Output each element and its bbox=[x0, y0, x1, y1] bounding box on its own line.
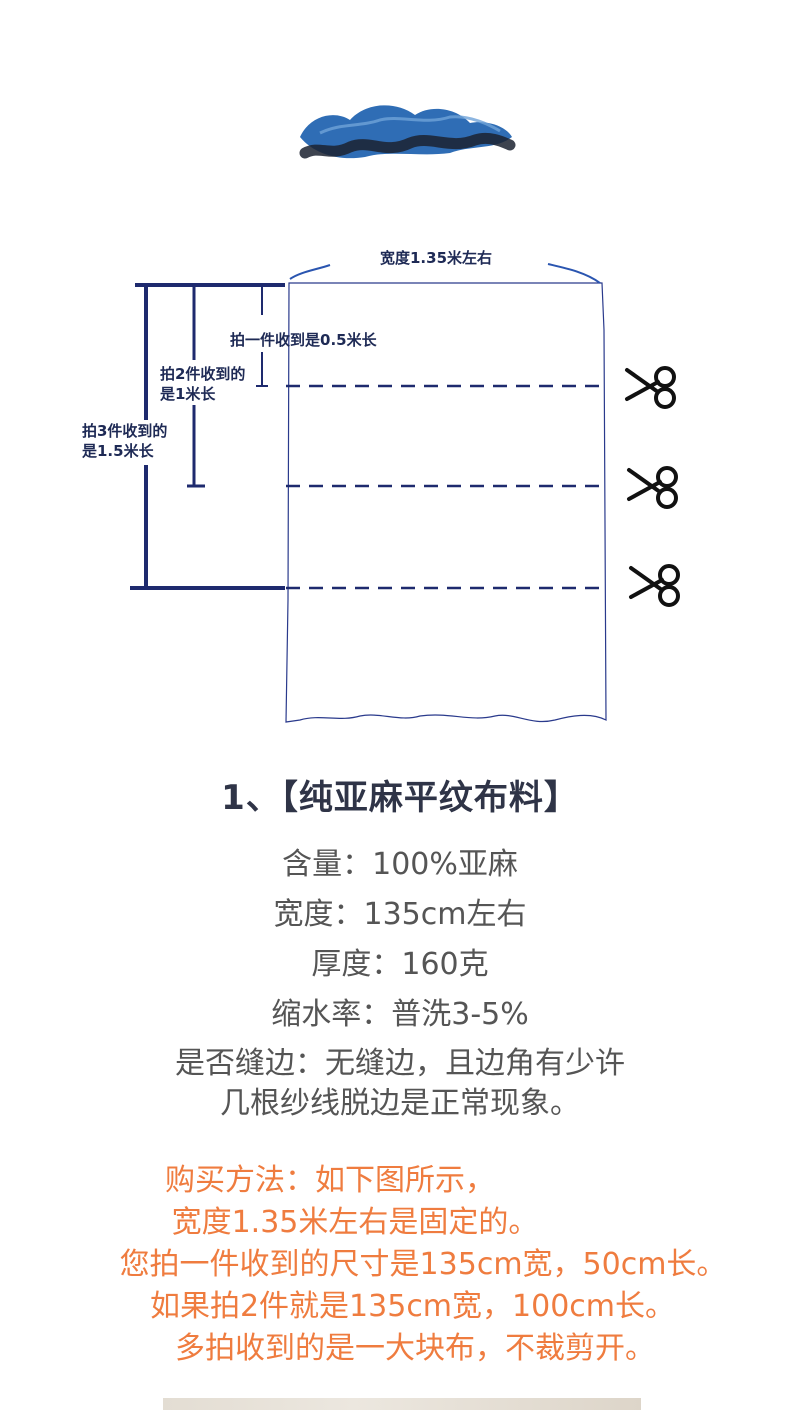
cutting-diagram bbox=[130, 263, 680, 723]
spec-thickness: 厚度：160克 bbox=[311, 947, 489, 982]
fabric-photo bbox=[163, 1398, 641, 1410]
spec-shrinkage: 缩水率：普洗3-5% bbox=[271, 997, 529, 1032]
width-brace-left bbox=[289, 264, 331, 280]
scissors-icon bbox=[625, 366, 676, 409]
purchase-line-4: 如果拍2件就是135cm宽，100cm长。 bbox=[149, 1289, 676, 1324]
purchase-line-5: 多拍收到的是一大块布，不裁剪开。 bbox=[175, 1331, 655, 1366]
two-piece-label: 拍2件收到的 是1米长 bbox=[160, 364, 246, 404]
spec-width: 宽度：135cm左右 bbox=[273, 897, 527, 932]
purchase-line-2: 宽度1.35米左右是固定的。 bbox=[171, 1205, 539, 1240]
three-piece-label-line2: 是1.5米长 bbox=[82, 442, 154, 460]
width-brace-right bbox=[547, 263, 601, 284]
cloud-decoration-icon bbox=[299, 105, 516, 159]
product-title: 1、【纯亚麻平纹布料】 bbox=[221, 778, 579, 818]
purchase-line-1: 购买方法：如下图所示， bbox=[165, 1163, 495, 1198]
width-label: 宽度1.35米左右 bbox=[380, 249, 493, 267]
spec-edge-line1: 是否缝边：无缝边，且边角有少许 bbox=[175, 1046, 625, 1081]
spec-content: 含量：100%亚麻 bbox=[282, 847, 518, 882]
purchase-line-3: 您拍一件收到的尺寸是135cm宽，50cm长。 bbox=[119, 1247, 727, 1282]
scissors-icon bbox=[627, 466, 678, 509]
two-piece-label-line2: 是1米长 bbox=[160, 385, 216, 403]
scissors-icon bbox=[629, 564, 680, 607]
two-piece-label-line1: 拍2件收到的 bbox=[160, 365, 246, 383]
three-piece-label: 拍3件收到的 是1.5米长 bbox=[82, 421, 168, 461]
fabric-outline bbox=[285, 282, 607, 723]
three-piece-label-line1: 拍3件收到的 bbox=[82, 422, 168, 440]
purchase-notes: 购买方法：如下图所示， 宽度1.35米左右是固定的。 您拍一件收到的尺寸是135… bbox=[0, 1160, 800, 1370]
product-specs: 含量：100%亚麻 宽度：135cm左右 厚度：160克 缩水率：普洗3-5% … bbox=[0, 840, 800, 1126]
spec-edge-line2: 几根纱线脱边是正常现象。 bbox=[220, 1086, 580, 1121]
one-piece-label: 拍一件收到是0.5米长 bbox=[230, 331, 377, 349]
